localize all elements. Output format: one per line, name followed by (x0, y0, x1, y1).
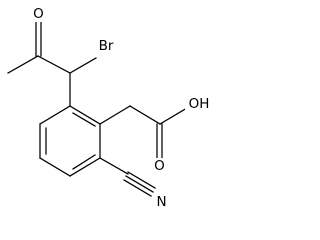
bond-methyl-carbonyl (7, 55, 39, 74)
bond-nitrile-triple-a (125, 175, 154, 193)
atom-nitrogen: N (156, 194, 166, 210)
atom-oxygen-ketone: O (33, 6, 44, 22)
ring-bond-6 (39, 105, 71, 125)
bond-nitrile-triple-b (127, 171, 156, 189)
atom-oxygen-carbonyl: O (154, 158, 165, 174)
bond-ring-ch2 (99, 105, 131, 125)
bond-ring-cn (99, 157, 129, 175)
bond-carbonyl-chbr (37, 55, 71, 74)
ring-bond-4 (39, 157, 71, 177)
atom-hydroxyl: OH (189, 96, 210, 112)
molecule-structure: O Br OH O N (7, 6, 213, 210)
atom-labels: O Br OH O N (31, 6, 213, 210)
atom-bromine: Br (99, 38, 114, 54)
bond-nitrile-triple-c (123, 179, 152, 197)
ring-inner-bond-2 (72, 154, 96, 170)
ring-bond-3 (69, 157, 101, 177)
bond-c-oh (159, 107, 188, 125)
bonds (7, 21, 188, 197)
bond-c-br (69, 57, 97, 74)
ring-inner-bond-1 (72, 112, 96, 127)
bond-ch2-cooh (129, 105, 161, 125)
ring-bond-1 (69, 105, 101, 125)
